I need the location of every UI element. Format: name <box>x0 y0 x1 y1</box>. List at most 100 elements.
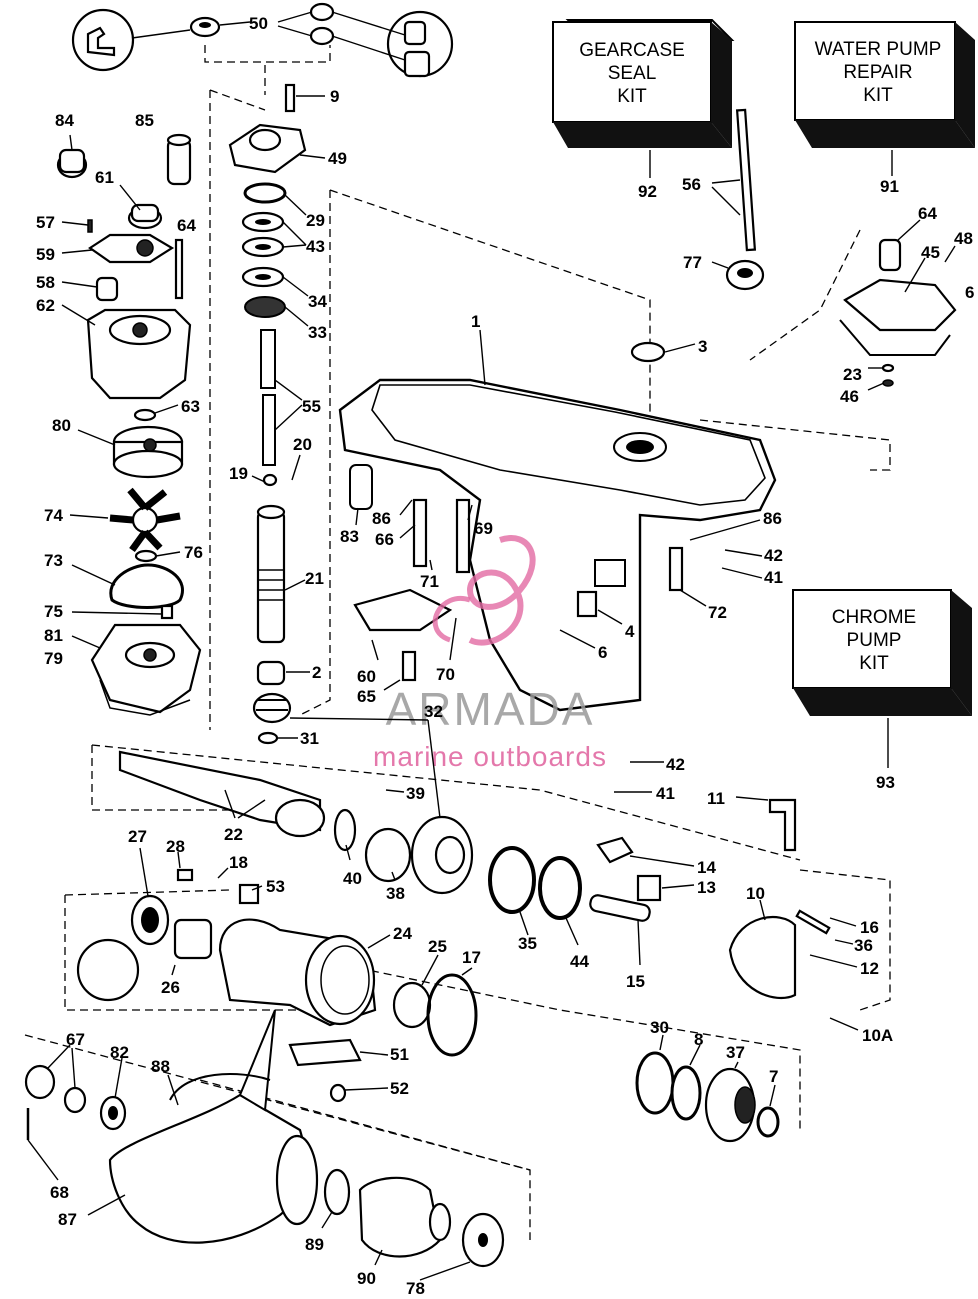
callout: 46 <box>840 387 859 406</box>
driveshaft-stack <box>228 123 307 745</box>
callout: 23 <box>843 365 862 384</box>
callout: 64 <box>918 204 937 223</box>
callout: 14 <box>697 858 716 877</box>
callout: 64 <box>177 216 196 235</box>
callout: 6 <box>965 283 974 302</box>
callout: 58 <box>36 273 55 292</box>
callout: 83 <box>340 527 359 546</box>
callout: 90 <box>357 1269 376 1288</box>
callout: 41 <box>764 568 783 587</box>
callout: 3 <box>698 337 707 356</box>
callout: 85 <box>135 111 154 130</box>
callout: 87 <box>58 1210 77 1229</box>
callout: 31 <box>300 729 319 748</box>
callout: 9 <box>330 87 339 106</box>
callout: 2 <box>312 663 321 682</box>
callout: 27 <box>128 827 147 846</box>
kit-label-line: SEAL <box>608 63 657 84</box>
callout: 76 <box>184 543 203 562</box>
callout: 42 <box>666 755 685 774</box>
callout: 43 <box>306 237 325 256</box>
callout: 48 <box>954 229 973 248</box>
callout: 78 <box>406 1279 425 1298</box>
kit-label-line: CHROME <box>832 607 916 628</box>
callout: 65 <box>357 687 376 706</box>
callout: 50 <box>249 14 268 33</box>
callout: 81 <box>44 626 63 645</box>
callout: 11 <box>707 789 725 808</box>
callout: 52 <box>390 1079 409 1098</box>
callout: 21 <box>305 569 324 588</box>
kit-box-water-pump-repair: WATER PUMP REPAIR KIT 91 <box>794 21 975 196</box>
callout-91: 91 <box>880 177 899 196</box>
callout: 16 <box>860 918 879 937</box>
watermark-brand: ARMADA <box>386 683 595 735</box>
kit-label-line: KIT <box>863 85 893 106</box>
callout: 38 <box>386 884 405 903</box>
callout: 63 <box>181 397 200 416</box>
callout: 10 <box>746 884 765 903</box>
callout-92: 92 <box>638 182 657 201</box>
callout: 86 <box>372 509 391 528</box>
callout: 70 <box>436 665 455 684</box>
callout: 53 <box>266 877 285 896</box>
gearcase-housing <box>338 341 777 712</box>
kit-label-line: KIT <box>617 86 647 107</box>
callout: 28 <box>166 837 185 856</box>
callout: 1 <box>471 312 480 331</box>
callout: 36 <box>854 936 873 955</box>
callout: 10A <box>862 1026 893 1045</box>
callout: 29 <box>306 211 325 230</box>
callout: 57 <box>36 213 55 232</box>
callout: 40 <box>343 869 362 888</box>
callout: 35 <box>518 934 537 953</box>
callout-93: 93 <box>876 773 895 792</box>
callout: 51 <box>390 1045 409 1064</box>
callout: 22 <box>224 825 243 844</box>
callout: 17 <box>462 948 481 967</box>
callout: 79 <box>44 649 63 668</box>
callout: 8 <box>694 1030 703 1049</box>
callout: 88 <box>151 1057 170 1076</box>
callout: 49 <box>328 149 347 168</box>
callout: 62 <box>36 296 55 315</box>
callout: 86 <box>763 509 782 528</box>
callout: 59 <box>36 245 55 264</box>
kit-label-line: KIT <box>859 653 889 674</box>
callout: 25 <box>428 937 447 956</box>
kit-label-line: WATER PUMP <box>815 39 942 60</box>
callout: 30 <box>650 1018 669 1037</box>
callout: 42 <box>764 546 783 565</box>
callout: 41 <box>656 784 675 803</box>
callout: 61 <box>95 168 114 187</box>
callout: 73 <box>44 551 63 570</box>
callout: 60 <box>357 667 376 686</box>
water-pump-parts <box>56 2 454 716</box>
callout: 80 <box>52 416 71 435</box>
callout: 26 <box>161 978 180 997</box>
callout: 77 <box>683 253 702 272</box>
callout: 6 <box>598 643 607 662</box>
lower-gear-train <box>76 750 831 1143</box>
callout: 13 <box>697 878 716 897</box>
callout: 89 <box>305 1235 324 1254</box>
callout: 18 <box>229 853 248 872</box>
callout: 84 <box>55 111 74 130</box>
callout: 32 <box>424 702 443 721</box>
kit-label-line: REPAIR <box>843 62 912 83</box>
callout: 34 <box>308 292 327 311</box>
callout: 37 <box>726 1043 745 1062</box>
callout: 24 <box>393 924 412 943</box>
callout: 71 <box>420 572 439 591</box>
callout: 74 <box>44 506 63 525</box>
callout: 67 <box>66 1030 85 1049</box>
callout: 75 <box>44 602 63 621</box>
propeller-assembly <box>24 1009 505 1268</box>
callout: 45 <box>921 243 940 262</box>
callout: 12 <box>860 959 879 978</box>
pump-housing-parts <box>725 108 957 387</box>
callout: 66 <box>375 530 394 549</box>
kit-box-chrome-pump: CHROME PUMP KIT 93 <box>792 589 972 792</box>
callout: 39 <box>406 784 425 803</box>
